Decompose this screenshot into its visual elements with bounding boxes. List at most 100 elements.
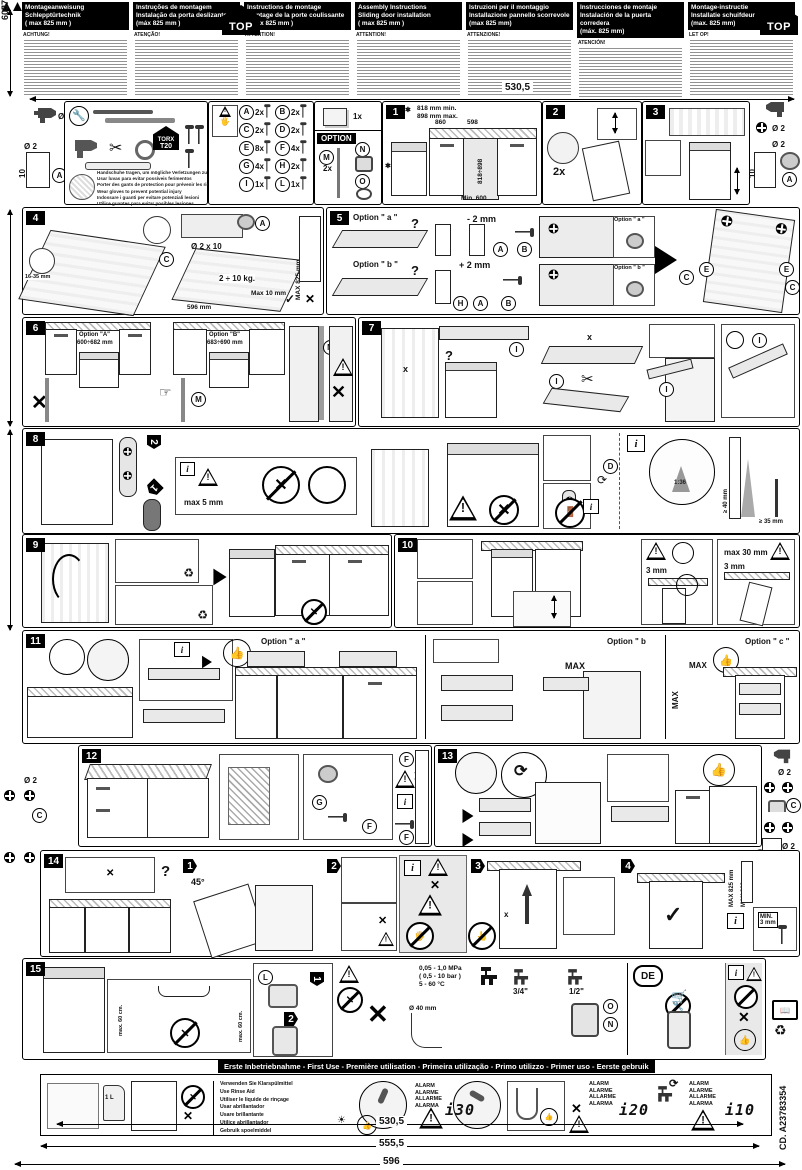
warning-triangle-icon: ! bbox=[646, 542, 666, 560]
cabinet bbox=[329, 554, 389, 616]
pointing-hand-icon: ☞ bbox=[159, 384, 172, 400]
tape-measure-circle bbox=[143, 216, 171, 244]
step10-3mm-b: 3 mm bbox=[724, 562, 745, 571]
part-c-callout: C bbox=[159, 252, 174, 267]
substep-2-badge: 2 bbox=[327, 859, 341, 873]
info-icon: i bbox=[727, 913, 744, 929]
wedge-ratio: 1:36 bbox=[674, 480, 687, 486]
part-letter: G bbox=[239, 158, 254, 174]
strip-detail-inset: I bbox=[721, 324, 795, 418]
part-icon bbox=[263, 158, 271, 172]
part-i-callout: I bbox=[509, 342, 524, 357]
part-e-callout: E bbox=[779, 262, 794, 277]
part-l-callout: L bbox=[258, 970, 273, 985]
level-tool-icon bbox=[85, 162, 151, 170]
booklet-qty: 1x bbox=[353, 112, 362, 121]
header-title: Istruzioni per il montaggio Installazion… bbox=[466, 2, 573, 30]
screw-icon bbox=[503, 278, 519, 282]
step-6-badge: 6 bbox=[26, 321, 45, 335]
substep-3-badge: 3 bbox=[471, 859, 485, 873]
step-8-badge: 8 bbox=[26, 432, 45, 446]
cabinet-outline bbox=[41, 439, 113, 525]
star-mark: ✱ bbox=[385, 163, 391, 170]
substep-1-badge: 1 bbox=[183, 859, 197, 873]
part-qty: 1x bbox=[290, 179, 300, 189]
strip-m-icon bbox=[337, 148, 340, 198]
step-7-panel: 7 x ? I x I ✂ I I bbox=[358, 317, 800, 427]
step-2-panel: 2 2x bbox=[542, 101, 642, 205]
cabinet bbox=[45, 329, 77, 375]
faucet-turn-icon: ⟳ bbox=[653, 1078, 679, 1110]
no-icon bbox=[734, 985, 758, 1009]
cross-icon: ✕ bbox=[378, 915, 388, 927]
drill-diameter-label: Ø 2 bbox=[772, 140, 785, 149]
wall-hatch bbox=[469, 224, 485, 256]
grommet-n-icon bbox=[355, 156, 373, 172]
wrench-icon: 🔧 bbox=[69, 106, 89, 126]
alarm-code-i10: i10 bbox=[725, 1101, 756, 1119]
cabinet-run bbox=[27, 696, 133, 738]
height-adjust-inset bbox=[597, 108, 637, 140]
part-letter: B bbox=[274, 104, 290, 120]
step6-range-b: 683÷690 mm bbox=[207, 340, 243, 346]
warning-triangle-icon: ! bbox=[418, 894, 442, 916]
step4-weight: 2 ÷ 10 kg. bbox=[219, 274, 255, 283]
sun-icon: ☀ bbox=[337, 1115, 346, 1126]
drill-point-icon bbox=[782, 822, 793, 833]
gap-3mm-panel: ! 3 mm bbox=[641, 539, 713, 625]
step-13-panel: 13 ⟳ 👍 bbox=[434, 745, 762, 847]
ring-o-icon bbox=[356, 188, 372, 200]
screw-icon bbox=[395, 822, 411, 826]
step15-pressure2: ( 0,5 - 10 bar ) bbox=[419, 973, 461, 980]
hinge-circle bbox=[676, 574, 698, 596]
screw-icon bbox=[515, 230, 531, 234]
alarm-code-i30: i30 bbox=[445, 1101, 476, 1119]
next-arrow-icon bbox=[655, 246, 677, 274]
body-text-sim bbox=[135, 39, 238, 95]
body-text-sim bbox=[357, 39, 460, 95]
part-item: H 2x bbox=[274, 158, 306, 174]
basket bbox=[739, 703, 781, 715]
faucet-12-icon bbox=[563, 965, 589, 992]
part-item: C 2x bbox=[239, 122, 271, 138]
divider bbox=[627, 963, 628, 1055]
grommet-icon bbox=[318, 765, 338, 783]
cabinet bbox=[343, 675, 417, 739]
wall-hatch bbox=[729, 437, 741, 519]
thumb-circle: 👍 bbox=[703, 754, 735, 786]
warning-triangle-icon: ! bbox=[569, 1115, 589, 1133]
no-lean-icon: 🚪 bbox=[555, 497, 586, 528]
step15-60cm-b: max. 60 cm. bbox=[238, 1010, 244, 1042]
step-8-panel: 8 2 1 i ! max 5 mm ✕ D ⟳ ! ✕ 🚪 bbox=[22, 428, 800, 534]
part-icon bbox=[299, 176, 306, 190]
part-c-callout: C bbox=[785, 280, 800, 295]
step5-minus: - 2 mm bbox=[467, 214, 497, 224]
strip-m-vertical bbox=[319, 326, 324, 420]
no-hand-icon: 🖐 bbox=[406, 922, 434, 950]
dishwasher-open-side bbox=[535, 782, 601, 844]
no-crush-icon: ✕ bbox=[301, 599, 327, 625]
step6-range-a: 600÷682 mm bbox=[77, 340, 113, 346]
booklet-icon bbox=[323, 108, 347, 126]
warning-lead: ACHTUNG! bbox=[23, 32, 50, 38]
sink-inset: max. 60 cm. max. 60 cm. ✕ bbox=[107, 979, 251, 1053]
step11-max-b: MAX bbox=[565, 661, 585, 671]
gloves-icon bbox=[69, 174, 95, 200]
step-9-panel: 9 ♻ ♻ ✕ bbox=[22, 534, 392, 628]
info-strip: i ! ✕ ! 🖐 👆 bbox=[399, 855, 497, 953]
cross-icon: ✕ bbox=[305, 292, 316, 306]
part-letter: I bbox=[239, 176, 254, 192]
check-icon: ✓ bbox=[664, 902, 683, 927]
step-11-panel: 11 i Option " a " 👍 Option " b MAX Optio… bbox=[22, 630, 800, 744]
grommet-icon bbox=[780, 152, 800, 170]
level-inset bbox=[417, 539, 473, 579]
cross-icon: ✕ bbox=[309, 606, 319, 618]
bottom-dim-555-label: 555,5 bbox=[376, 1138, 408, 1149]
part-icon bbox=[299, 122, 306, 136]
body-text-sim bbox=[246, 39, 349, 95]
basket bbox=[479, 822, 531, 836]
strip-i-cut2 bbox=[542, 387, 630, 413]
grommet-icon bbox=[626, 281, 644, 297]
header-language-column: Istruzioni per il montaggio Installazion… bbox=[466, 2, 573, 95]
info-icon: i bbox=[583, 499, 599, 514]
